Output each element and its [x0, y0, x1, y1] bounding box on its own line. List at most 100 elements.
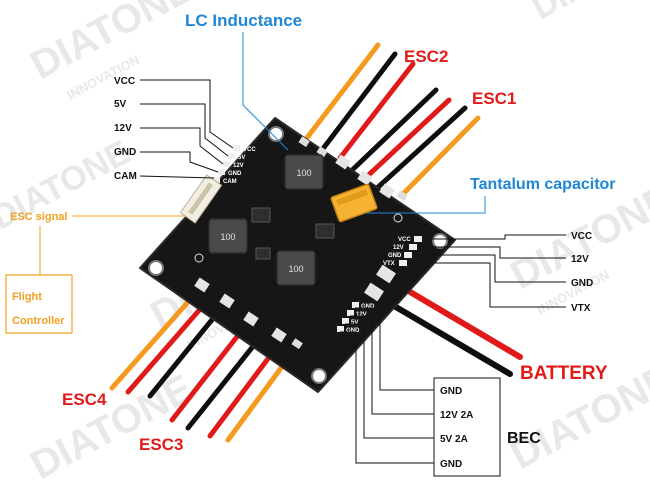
- bec-pin-12v: 12V 2A: [440, 410, 473, 421]
- polarity-mark-1: [194, 253, 204, 263]
- tantalum-capacitor-label: Tantalum capacitor: [470, 176, 616, 193]
- mount-hole-right: [432, 233, 448, 249]
- left-pin-cam: CAM: [114, 171, 137, 182]
- board-pad-5v: [228, 153, 235, 159]
- esc2-pad-3: [335, 154, 351, 170]
- right-pin-vtx: VTX: [571, 303, 591, 314]
- board-label-bottom-gnd1: GND: [361, 304, 375, 310]
- board-label-bottom-5v: 5V: [351, 320, 358, 326]
- mount-hole-left: [148, 260, 164, 276]
- esc-signal-label: ESC signal: [10, 211, 67, 223]
- esc-signal-connector: [179, 174, 223, 224]
- regulator-chip-3: [255, 247, 271, 260]
- bec-label: BEC: [507, 430, 541, 447]
- bec-leader-2: [350, 315, 434, 415]
- polarity-mark-2: [393, 213, 403, 223]
- pdb-board: VCC 5V 12V GND CAM VCC 12V GND VTX: [139, 117, 456, 393]
- right-pin-gnd: GND: [571, 278, 593, 289]
- board-pad-bottom-4: [337, 326, 344, 332]
- left-pin-vcc: VCC: [114, 76, 135, 87]
- inductor-1-body: [284, 154, 324, 190]
- inductor-2-code: 100: [220, 232, 235, 242]
- bec-leader-1: [355, 307, 434, 391]
- esc3-label: ESC3: [139, 435, 183, 454]
- esc1-ground-wire: [357, 97, 452, 186]
- tantalum-capacitor-band: [335, 189, 369, 206]
- left-leader-5v: [140, 103, 229, 157]
- board-pad-right-12v: [409, 244, 417, 250]
- esc2-pad-2: [316, 146, 328, 158]
- right-pin-vcc: VCC: [571, 231, 592, 242]
- connector-slot: [188, 182, 213, 215]
- left-pin-gnd: GND: [114, 147, 136, 158]
- esc2-signal-wire: [300, 42, 381, 146]
- esc3-pad-2: [271, 327, 287, 343]
- flight-controller-line2: Controller: [12, 315, 65, 327]
- esc2-power-wire: [337, 61, 416, 161]
- board-pad-bottom-1: [352, 302, 359, 308]
- left-pin-leaders: [139, 79, 234, 179]
- bec-leader-3: [345, 323, 434, 439]
- board-label-right-vcc: VCC: [398, 237, 411, 243]
- battery-leads: [381, 280, 523, 377]
- right-pin-12v: 12V: [571, 254, 589, 265]
- board-pad-bottom-3: [342, 318, 349, 324]
- right-leader-vcc: [422, 234, 566, 240]
- lc-inductance-leader: [242, 32, 289, 151]
- bec-pin-5v: 5V 2A: [440, 434, 468, 445]
- flight-controller-line1: Flight: [12, 291, 42, 303]
- inductor-3: 100: [276, 250, 316, 286]
- right-leader-12v: [417, 246, 566, 259]
- bec-box: [433, 377, 501, 477]
- esc1-power-wire: [373, 105, 468, 192]
- bec-pin-gnd-2: GND: [440, 459, 462, 470]
- bec-leaders: [340, 307, 434, 464]
- esc4-label: ESC4: [62, 390, 107, 409]
- left-leader-cam: [139, 175, 215, 179]
- board-pad-gnd: [218, 169, 225, 175]
- board-label-gnd: GND: [228, 171, 242, 177]
- esc3-pad-1: [243, 311, 259, 327]
- battery-positive-lead: [392, 280, 523, 360]
- board-pad-12v: [223, 161, 230, 167]
- left-pin-5v: 5V: [114, 99, 127, 110]
- inductor-1: 100: [284, 154, 324, 190]
- regulator-chip-1: [251, 207, 271, 223]
- esc2-pad-1: [298, 136, 310, 148]
- board-pad-right-vtx: [399, 260, 407, 266]
- right-leader-vtx: [407, 262, 566, 308]
- board-label-5v: 5V: [238, 155, 245, 161]
- esc2-label: ESC2: [404, 47, 448, 66]
- battery-negative-lead: [381, 297, 513, 377]
- flight-controller-box: [5, 274, 73, 334]
- esc2-ground-wire: [319, 51, 398, 153]
- board-left-pads: VCC 5V 12V GND CAM: [213, 145, 256, 185]
- bec-pin-gnd-1: GND: [440, 386, 462, 397]
- inductor-3-body: [276, 250, 316, 286]
- lc-inductance-label: LC Inductance: [185, 11, 302, 30]
- right-pin-leaders: [407, 234, 566, 308]
- battery-pad-positive: [376, 264, 396, 284]
- board-pad-cam: [213, 177, 220, 183]
- board-label-cam: CAM: [223, 179, 237, 185]
- mount-hole-bottom: [311, 368, 327, 384]
- battery-label: BATTERY: [520, 363, 608, 384]
- board-label-right-12v: 12V: [393, 245, 404, 251]
- bec-leader-4: [340, 331, 434, 464]
- tantalum-capacitor: [330, 183, 378, 223]
- esc4-pad-1: [194, 277, 210, 293]
- inductor-1-code: 100: [296, 168, 311, 178]
- board-label-bottom-12v: 12V: [356, 312, 367, 318]
- right-pin-labels: VCC 12V GND VTX: [571, 231, 593, 314]
- esc1-pad-1: [357, 170, 373, 186]
- board-pad-right-vcc: [414, 236, 422, 242]
- tantalum-capacitor-leader: [366, 196, 486, 214]
- regulator-chip-2: [315, 223, 335, 239]
- esc1-orange-wire: [399, 115, 481, 198]
- inductor-2: 100: [208, 218, 248, 254]
- left-pin-labels: VCC 5V 12V GND CAM: [114, 76, 137, 182]
- esc1-label: ESC1: [472, 89, 516, 108]
- battery-pad-negative: [364, 282, 384, 302]
- board-label-right-gnd: GND: [388, 253, 402, 259]
